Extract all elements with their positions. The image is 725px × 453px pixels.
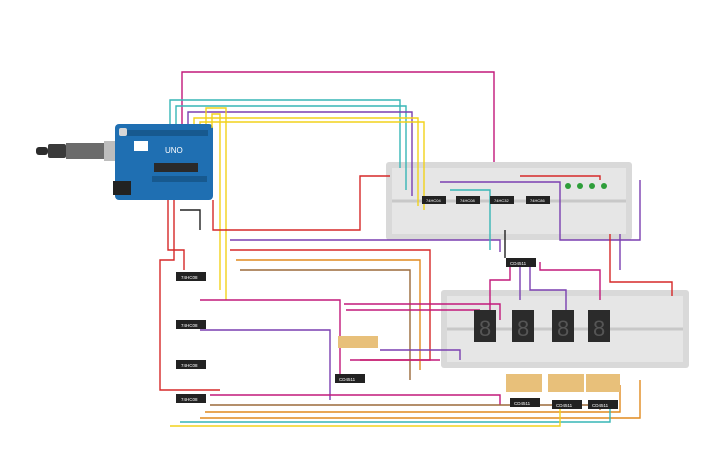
ic-chip[interactable] xyxy=(176,394,206,403)
arduino-logo-icon xyxy=(134,141,148,151)
ic-label: 74HC04 xyxy=(426,198,441,203)
ic-label: CD4511 xyxy=(510,261,527,266)
display-digit: 8 xyxy=(557,316,569,341)
ic-label: 74HC86 xyxy=(530,198,545,203)
power-jack xyxy=(113,181,131,195)
seven-segment-display[interactable] xyxy=(552,310,574,342)
resistor-bank[interactable] xyxy=(338,336,378,348)
ic-chip[interactable] xyxy=(176,320,206,329)
ic-chip[interactable] xyxy=(422,196,446,204)
driver-ic-row: CD4511 CD4511 CD4511 CD4511 CD4511 xyxy=(335,258,618,409)
atmega-chip xyxy=(154,163,198,172)
led-icon[interactable] xyxy=(601,183,607,189)
ic-label: CD4511 xyxy=(592,403,609,408)
seven-segment-displays: 8 8 8 8 xyxy=(474,310,610,342)
usb-cable[interactable] xyxy=(36,141,116,161)
reset-button[interactable] xyxy=(119,128,127,136)
led-icon[interactable] xyxy=(565,183,571,189)
ic-chip[interactable] xyxy=(490,196,514,204)
ic-label: CD4511 xyxy=(514,401,531,406)
resistor-bank[interactable] xyxy=(586,374,620,392)
led-row xyxy=(565,183,607,189)
wires xyxy=(159,71,673,427)
ic-chip[interactable] xyxy=(176,272,206,281)
ic-label: CD4511 xyxy=(339,377,356,382)
resistor-bank[interactable] xyxy=(506,374,542,392)
ic-label: 74HC08 xyxy=(460,198,475,203)
ic-chip[interactable] xyxy=(588,400,618,409)
ic-label: 74HC08 xyxy=(181,275,198,280)
left-ic-column: 74HC08 74HC08 74HC08 74HC08 xyxy=(176,272,206,403)
ic-label: 74HC08 xyxy=(181,363,198,368)
resistor-banks xyxy=(338,336,620,392)
ic-chip[interactable] xyxy=(176,360,206,369)
display-digit: 8 xyxy=(479,316,491,341)
ic-chip[interactable] xyxy=(506,258,536,267)
ic-chip[interactable] xyxy=(335,374,365,383)
resistor-bank[interactable] xyxy=(548,374,584,392)
seven-segment-display[interactable] xyxy=(588,310,610,342)
arduino-board[interactable]: UNO xyxy=(113,124,213,200)
led-icon[interactable] xyxy=(577,183,583,189)
seven-segment-display[interactable] xyxy=(512,310,534,342)
ic-chip[interactable] xyxy=(456,196,480,204)
ic-chip[interactable] xyxy=(526,196,550,204)
ic-label: CD4511 xyxy=(556,403,573,408)
seven-segment-display[interactable] xyxy=(474,310,496,342)
ic-label: 74HC08 xyxy=(181,323,198,328)
ic-label: 74HC32 xyxy=(494,198,509,203)
led-icon[interactable] xyxy=(589,183,595,189)
ic-chip[interactable] xyxy=(510,398,540,407)
ic-chip[interactable] xyxy=(552,400,582,409)
display-digit: 8 xyxy=(517,316,529,341)
ic-label: 74HC08 xyxy=(181,397,198,402)
display-digit: 8 xyxy=(593,316,605,341)
arduino-logo-text: UNO xyxy=(165,146,183,155)
logic-ic-row: 74HC04 74HC08 74HC32 74HC86 xyxy=(422,196,550,204)
